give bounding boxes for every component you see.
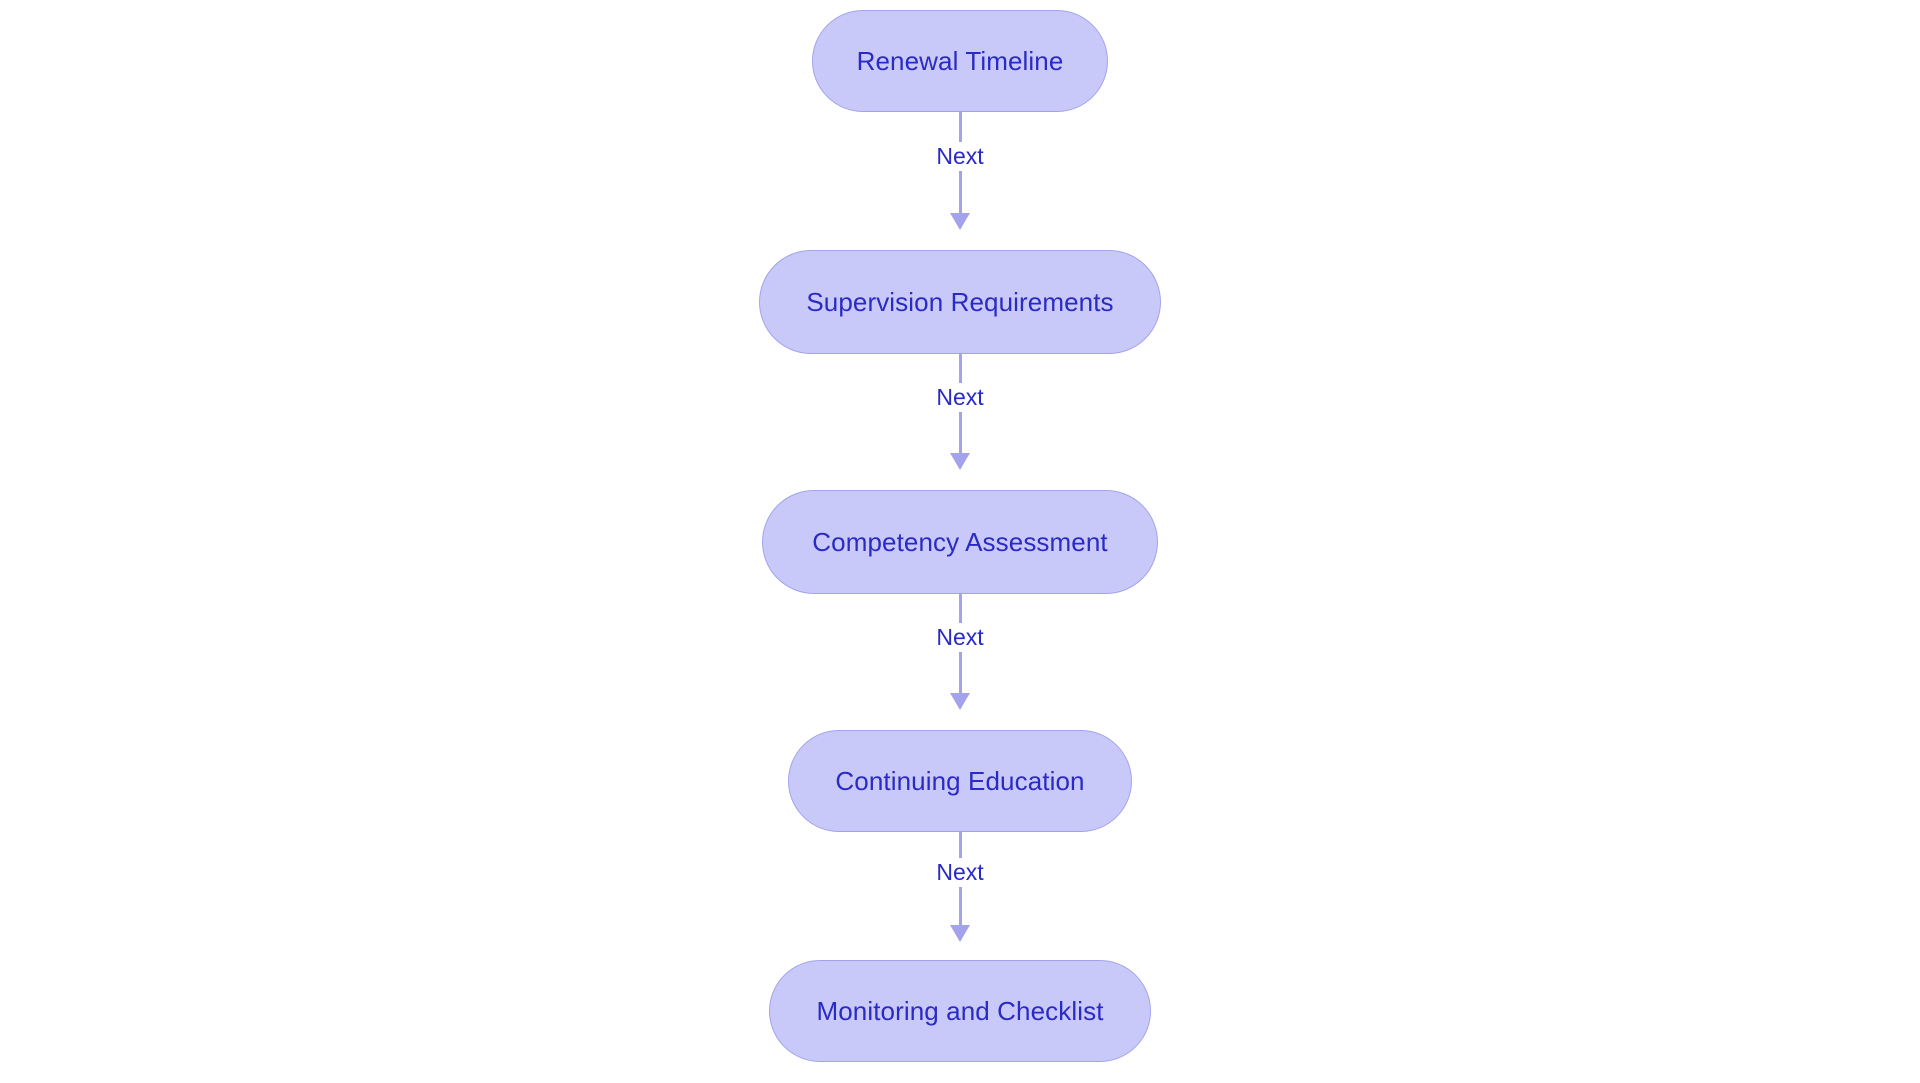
flow-edge-label: Next — [927, 383, 993, 412]
flow-node-continuing-education[interactable]: Continuing Education — [788, 730, 1132, 832]
edge-line-segment — [958, 887, 962, 925]
edge-line-segment — [958, 171, 962, 213]
edge-line-segment — [958, 412, 962, 453]
flow-edge-label: Next — [927, 142, 993, 171]
arrow-down-icon — [950, 925, 970, 942]
flow-node-label: Competency Assessment — [812, 527, 1108, 557]
flow-edge-n1-n2: Next — [880, 112, 1040, 250]
edge-line-segment — [958, 354, 962, 383]
edge-line-segment — [958, 652, 962, 693]
arrow-down-icon — [950, 693, 970, 710]
flow-edge-n4-n5: Next — [880, 832, 1040, 960]
flow-edge-n3-n4: Next — [880, 594, 1040, 730]
flow-node-competency-assessment[interactable]: Competency Assessment — [762, 490, 1158, 594]
flow-node-label: Renewal Timeline — [856, 46, 1064, 76]
flow-node-supervision-requirements[interactable]: Supervision Requirements — [759, 250, 1161, 354]
arrow-down-icon — [950, 453, 970, 470]
edge-line-segment — [958, 594, 962, 623]
flow-edge-label: Next — [927, 623, 993, 652]
flow-node-monitoring-and-checklist[interactable]: Monitoring and Checklist — [769, 960, 1151, 1062]
flow-edge-n2-n3: Next — [880, 354, 1040, 490]
flow-node-label: Monitoring and Checklist — [816, 996, 1104, 1026]
flow-node-label: Continuing Education — [835, 766, 1085, 796]
edge-line-segment — [958, 832, 962, 858]
arrow-down-icon — [950, 213, 970, 230]
edge-line-segment — [958, 112, 962, 142]
flow-node-label: Supervision Requirements — [806, 287, 1114, 317]
flow-node-renewal-timeline[interactable]: Renewal Timeline — [812, 10, 1108, 112]
flow-edge-label: Next — [927, 858, 993, 887]
